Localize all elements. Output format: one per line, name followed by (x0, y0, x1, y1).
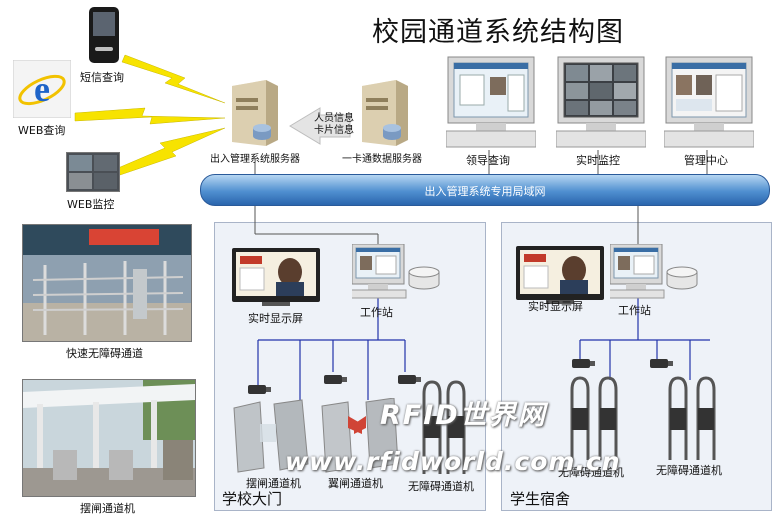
sms-query-label: 短信查询 (80, 71, 124, 84)
wing-gate-label: 翼闸通道机 (328, 477, 383, 490)
fast-channel-photo (22, 224, 192, 342)
dorm-display-screen (516, 246, 604, 304)
gate-barrier-free-device (418, 376, 470, 476)
phone-icon (87, 5, 121, 65)
dorm-camera-icon-1 (570, 356, 596, 370)
transfer-label-card: 卡片信息 (314, 125, 354, 136)
card-server-label: 一卡通数据服务器 (342, 154, 422, 165)
lan-network-pipe: 出入管理系统专用局域网 (200, 174, 770, 206)
swing-channel-label: 摆闸通道机 (80, 502, 135, 515)
swing-gate-label: 摆闸通道机 (246, 477, 301, 490)
dorm-barrier-free-label-b: 无障碍通道机 (656, 464, 722, 477)
svg-text:e: e (34, 69, 50, 109)
live-monitor-label: 实时监控 (576, 154, 620, 167)
dorm-camera-icon-2 (648, 356, 674, 370)
fast-channel-label: 快速无障碍通道 (66, 347, 143, 360)
swing-gate-device (230, 398, 316, 474)
leader-query-monitor (445, 55, 537, 150)
card-server-icon (356, 76, 412, 148)
live-monitor (555, 55, 647, 150)
management-center-label: 管理中心 (684, 154, 728, 167)
lan-network-label: 出入管理系统专用局域网 (424, 185, 546, 198)
dorm-barrier-free-device-a (566, 372, 626, 462)
management-center-monitor (663, 55, 755, 150)
watermark-url: www.rfidworld.com.cn (285, 447, 621, 476)
dorm-workstation-label: 工作站 (618, 304, 651, 317)
gate-barrier-free-label: 无障碍通道机 (408, 480, 474, 493)
access-server-icon (226, 76, 282, 148)
web-monitor-label: WEB监控 (67, 198, 115, 211)
gate-display-screen (232, 248, 320, 306)
web-monitor-image (66, 152, 120, 192)
wing-gate-device (318, 397, 402, 474)
web-browser-icon: e (12, 59, 72, 119)
dorm-barrier-free-device-b (664, 372, 724, 462)
swing-channel-photo (22, 379, 196, 497)
watermark-brand: RFID世界网 (380, 400, 547, 431)
gate-workstation-label: 工作站 (360, 306, 393, 319)
lightning-web-query (74, 107, 226, 125)
student-dorm-zone-label: 学生宿舍 (510, 490, 571, 508)
school-gate-zone-label: 学校大门 (222, 490, 283, 508)
dorm-barrier-free-label-a: 无障碍通道机 (558, 466, 624, 479)
gate-camera-icon-3 (396, 372, 422, 386)
lightning-web-monitor (117, 127, 226, 176)
web-query-label: WEB查询 (18, 124, 66, 137)
lightning-sms (121, 54, 226, 104)
transfer-label-personnel: 人员信息 (314, 113, 354, 124)
data-transfer-arrow (289, 107, 351, 145)
gate-camera-icon-2 (322, 372, 348, 386)
gate-camera-icon-1 (246, 382, 272, 396)
diagram-title: 校园通道系统结构图 (372, 17, 624, 48)
gate-display-label: 实时显示屏 (248, 312, 303, 325)
leader-query-label: 领导查询 (466, 154, 510, 167)
dorm-display-label: 实时显示屏 (528, 300, 583, 313)
access-server-label: 出入管理系统服务器 (210, 154, 300, 165)
gate-workstation (349, 243, 442, 300)
dorm-workstation (607, 243, 700, 300)
